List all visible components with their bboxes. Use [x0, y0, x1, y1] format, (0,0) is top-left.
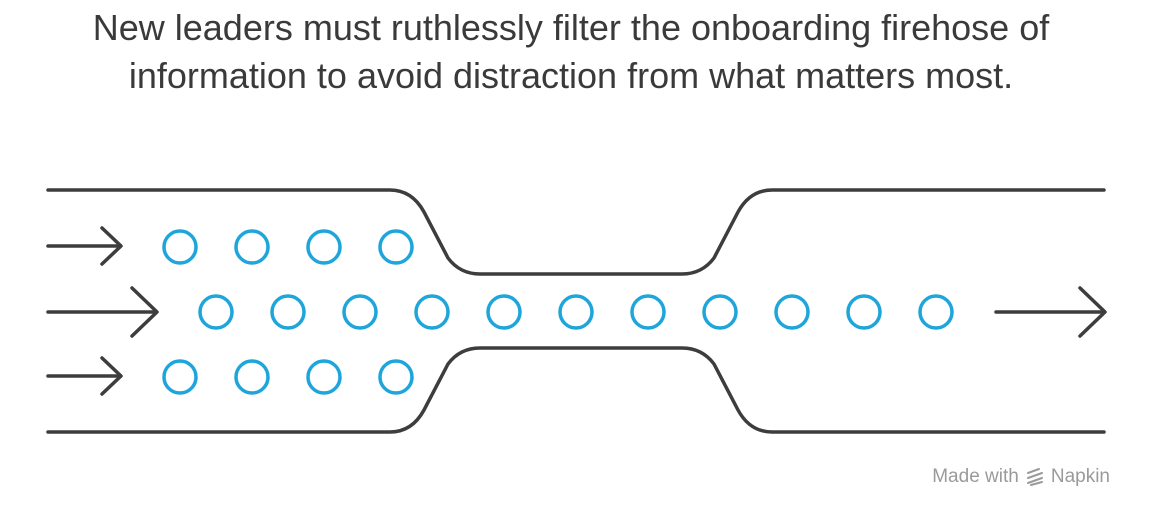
watermark-prefix: Made with: [932, 466, 1019, 487]
info-dot: [378, 229, 414, 265]
funnel-top-wall: [46, 188, 1106, 276]
info-dot: [234, 229, 270, 265]
info-dots-bottom-row: [162, 359, 414, 395]
info-dot: [162, 359, 198, 395]
info-dot: [234, 359, 270, 395]
info-dots-middle-row: [198, 294, 954, 330]
info-dot: [774, 294, 810, 330]
diagram-title: New leaders must ruthlessly filter the o…: [92, 7, 1050, 96]
funnel-bottom-wall: [46, 346, 1106, 434]
info-dot: [702, 294, 738, 330]
info-dot: [198, 294, 234, 330]
napkin-watermark[interactable]: Made with Napkin: [932, 466, 1110, 488]
info-dot: [486, 294, 522, 330]
info-dot: [342, 294, 378, 330]
incoming-arrow-top: [46, 226, 123, 266]
info-dots-top-row: [162, 229, 414, 265]
outgoing-arrow: [994, 286, 1107, 338]
info-dot: [414, 294, 450, 330]
watermark-brand: Napkin: [1050, 466, 1110, 487]
info-dot: [306, 229, 342, 265]
info-dot: [846, 294, 882, 330]
info-dot: [558, 294, 594, 330]
info-dot: [162, 229, 198, 265]
info-dot: [306, 359, 342, 395]
info-dot: [270, 294, 306, 330]
info-dot: [378, 359, 414, 395]
napkin-logo-icon: [1026, 468, 1043, 486]
incoming-arrow-bottom: [46, 356, 123, 396]
info-dot: [630, 294, 666, 330]
info-dot: [918, 294, 954, 330]
incoming-arrow-middle: [46, 286, 159, 338]
